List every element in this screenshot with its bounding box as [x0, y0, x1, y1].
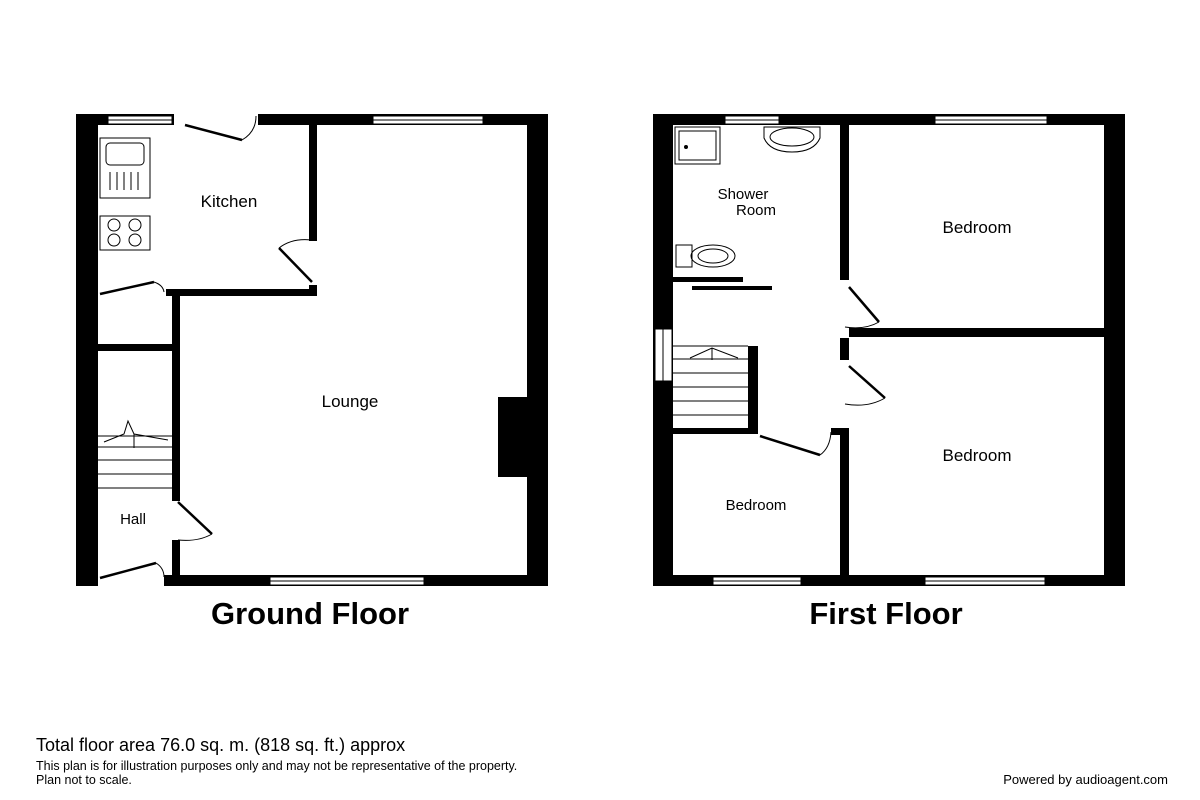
window-icon: [107, 115, 484, 586]
door-icon: [759, 286, 886, 457]
stairs-icon: [673, 345, 748, 416]
floor-title-ground: Ground Floor: [211, 596, 409, 631]
door-icon: [98, 114, 313, 586]
toilet-icon: [675, 244, 736, 268]
window-icon: [654, 115, 1048, 586]
room-label-shower: Shower: [718, 186, 769, 203]
ground-floor-plan: Kitchen Lounge Hall Ground Floor: [76, 114, 548, 631]
stairs-icon: [98, 419, 172, 489]
hob-icon: [99, 215, 151, 251]
room-label-kitchen: Kitchen: [201, 192, 258, 211]
first-floor-walls: [653, 114, 1125, 586]
first-floor-plan: Shower Room Bedroom Bedroom Bedroom Firs…: [653, 114, 1125, 631]
disclaimer-line-1: This plan is for illustration purposes o…: [36, 759, 518, 773]
powered-by-credit: Powered by audioagent.com: [1003, 772, 1168, 787]
floor-title-first: First Floor: [809, 596, 962, 631]
total-floor-area: Total floor area 76.0 sq. m. (818 sq. ft…: [36, 735, 406, 755]
ground-floor-walls: [76, 114, 548, 586]
basin-icon: [763, 126, 821, 153]
room-label-room: Room: [736, 202, 776, 219]
room-label-bedroom-2: Bedroom: [943, 446, 1012, 465]
room-label-bedroom-1: Bedroom: [943, 218, 1012, 237]
shower-tray-icon: [674, 126, 721, 165]
room-label-lounge: Lounge: [322, 392, 379, 411]
disclaimer-line-2: Plan not to scale.: [36, 773, 132, 787]
room-label-bedroom-3: Bedroom: [726, 497, 787, 514]
sink-icon: [99, 137, 151, 199]
room-label-hall: Hall: [120, 511, 146, 528]
